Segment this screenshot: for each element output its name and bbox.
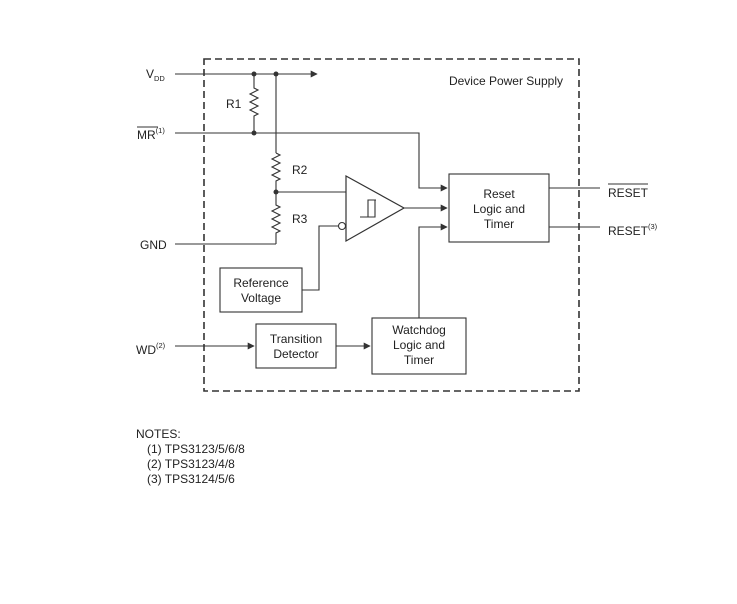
reference-voltage-line2: Voltage [241,291,281,305]
gnd-pin-label: GND [140,238,167,252]
r1-label: R1 [226,97,242,111]
note-item-1: (1) TPS3123/5/6/8 [147,442,245,456]
reset-logic-line1: Reset [483,187,515,201]
reference-voltage-block [219,267,303,313]
note-item-2: (2) TPS3123/4/8 [147,457,235,471]
transition-detector-block [255,323,337,369]
r3-label: R3 [292,212,308,226]
mr-pin-label: MR(1) [137,126,165,142]
reference-to-comparator-line [302,225,338,291]
note-item-3: (3) TPS3124/5/6 [147,472,235,486]
reset-logic-line2: Logic and [473,202,525,216]
mr-line [175,132,448,192]
reset-logic-timer-block [448,173,550,243]
r2-label: R2 [292,163,308,177]
reset-bar-pin-label: RESET [608,186,649,200]
reset-pin-label: RESET(3) [608,222,658,238]
transition-detector-line1: Transition [270,332,322,346]
r1-resistor [248,74,260,133]
wd-pin-label: WD(2) [136,341,166,357]
r3-resistor [270,192,282,244]
hysteresis-icon [360,199,376,218]
watchdog-to-reset-line [418,223,448,318]
comparator-inverting-bubble [337,221,347,231]
vdd-pin-label: VDD [146,67,165,83]
watchdog-logic-timer-block [371,317,467,375]
r2-resistor [270,152,282,192]
watchdog-line3: Timer [404,353,434,367]
watchdog-line2: Logic and [393,338,445,352]
transition-detector-line2: Detector [273,347,318,361]
notes-title: NOTES: [136,427,181,441]
reset-logic-line3: Timer [484,217,514,231]
reference-voltage-line1: Reference [233,276,289,290]
watchdog-line1: Watchdog [392,323,446,337]
device-power-supply-label: Device Power Supply [449,74,563,88]
device-boundary [203,58,580,392]
